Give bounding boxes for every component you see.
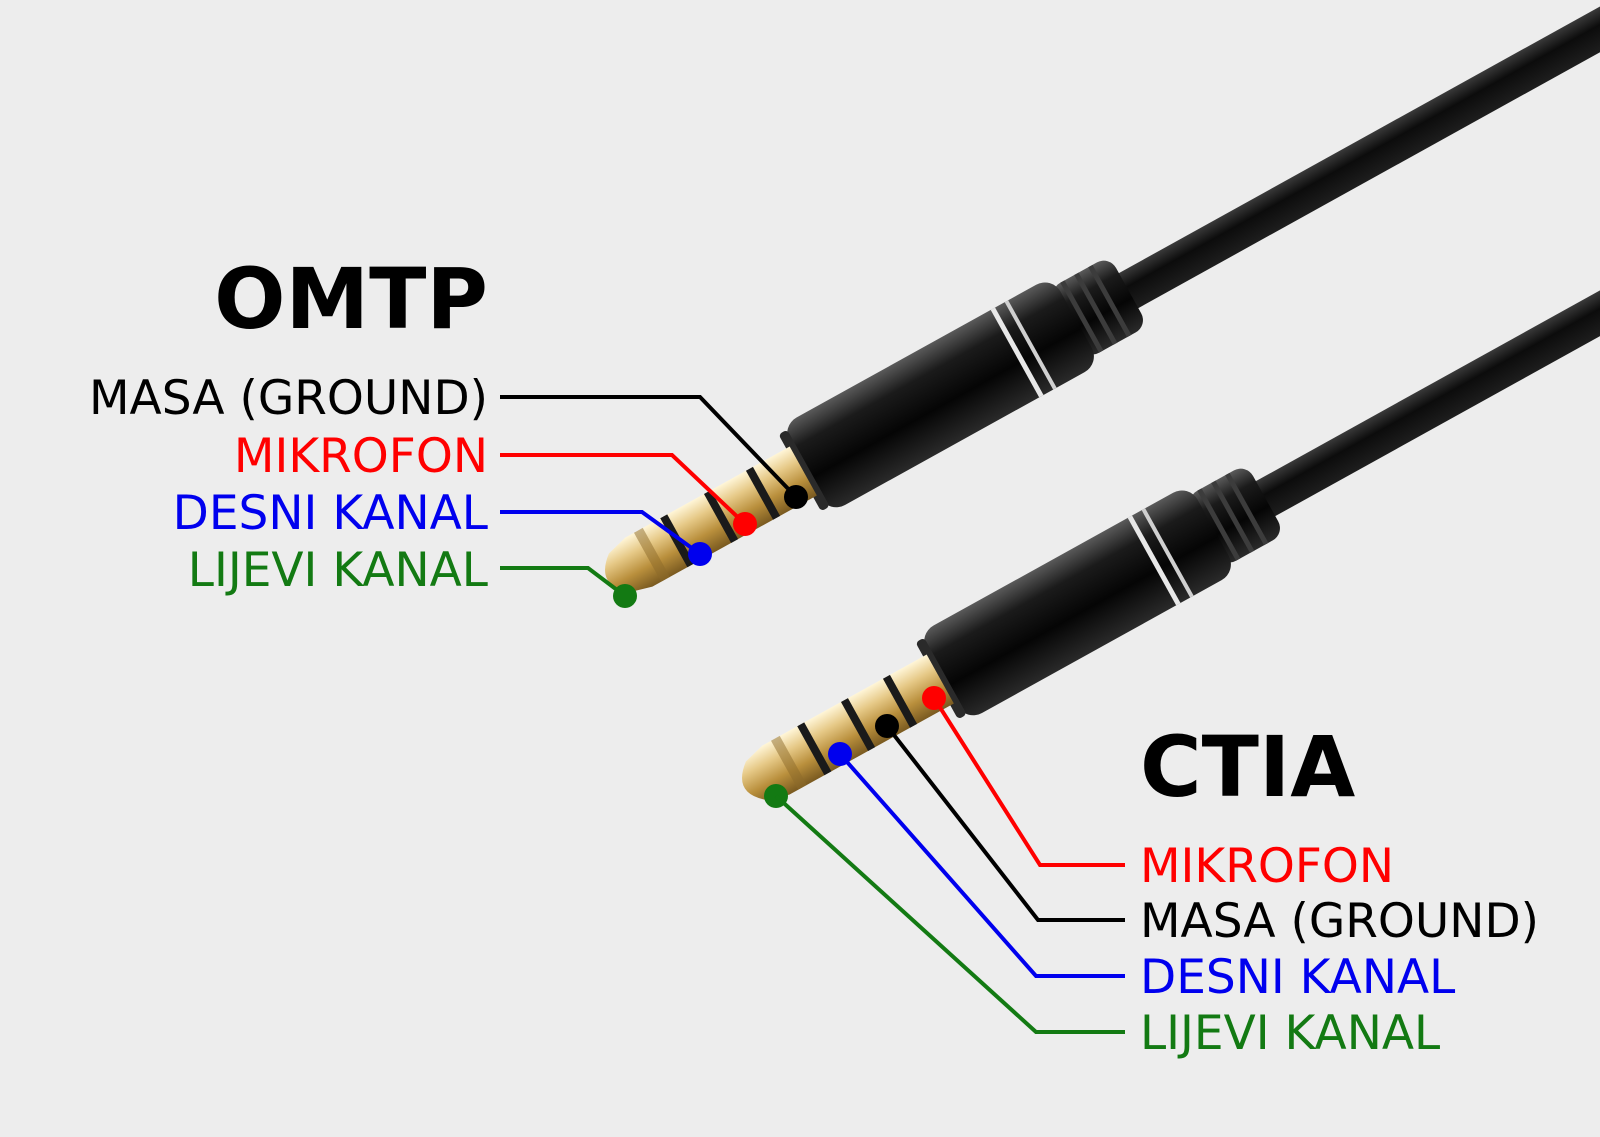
ctia-ground-leader xyxy=(885,724,1125,922)
omtp-ground-leader xyxy=(500,395,798,499)
ctia-label-ground-text: MASA (GROUND) xyxy=(1140,894,1539,949)
omtp-label-left-channel-text: LIJEVI KANAL xyxy=(188,543,488,598)
omtp-right-dot xyxy=(688,542,712,566)
ctia-gold-pin xyxy=(742,654,954,801)
ctia-label-right-channel: DESNI KANAL xyxy=(828,742,1455,1005)
ctia-label-mic-text: MIKROFON xyxy=(1140,839,1394,894)
omtp-label-ground-text: MASA (GROUND) xyxy=(89,371,488,426)
omtp-ground-dot xyxy=(784,485,808,509)
ctia-plug xyxy=(742,146,1600,801)
omtp-plug xyxy=(605,0,1600,593)
ctia-label-mic: MIKROFON xyxy=(922,686,1394,894)
omtp-label-mic: MIKROFON xyxy=(234,429,757,536)
ctia-left-leader xyxy=(774,794,1125,1034)
omtp-left-leader xyxy=(500,566,627,598)
omtp-cable xyxy=(1092,0,1600,323)
omtp-label-right-channel-text: DESNI KANAL xyxy=(173,486,488,541)
ctia-housing xyxy=(924,490,1231,716)
omtp-mic-dot xyxy=(733,512,757,536)
omtp-label-right-channel: DESNI KANAL xyxy=(173,486,712,566)
omtp-left-dot xyxy=(613,584,637,608)
omtp-housing-ring xyxy=(990,307,1044,398)
ctia-label-right-channel-text: DESNI KANAL xyxy=(1140,950,1455,1005)
omtp-label-left-channel: LIJEVI KANAL xyxy=(188,543,637,608)
ctia-cable xyxy=(1229,146,1600,531)
ctia-housing-ring xyxy=(1127,515,1181,606)
ctia-label-left-channel: LIJEVI KANAL xyxy=(764,784,1440,1061)
ctia-label-left-channel-text: LIJEVI KANAL xyxy=(1140,1006,1440,1061)
ctia-label-ground: MASA (GROUND) xyxy=(875,714,1539,949)
omtp-housing xyxy=(787,282,1094,508)
omtp-right-leader xyxy=(500,510,702,556)
omtp-title: OMTP xyxy=(214,250,488,348)
ctia-right-leader xyxy=(838,752,1125,978)
omtp-mic-leader xyxy=(500,453,747,526)
omtp-label-mic-text: MIKROFON xyxy=(234,429,488,484)
omtp-label-ground: MASA (GROUND) xyxy=(89,371,808,509)
ctia-title: CTIA xyxy=(1140,718,1355,816)
omtp-gold-pin xyxy=(605,446,817,593)
ctia-mic-leader xyxy=(932,696,1125,867)
